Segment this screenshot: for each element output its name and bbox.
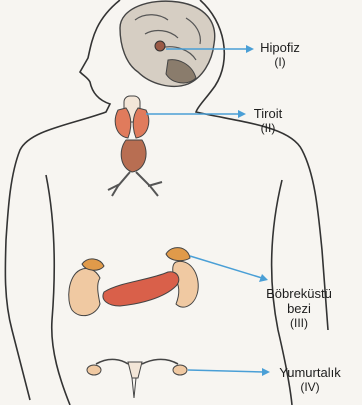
label-tiroit-name: Tiroit [254, 106, 282, 121]
arrowhead-tiroit [238, 110, 246, 118]
label-tiroit-numeral: (II) [246, 121, 290, 136]
arrow-yumurtalik [188, 370, 264, 372]
label-tiroit: Tiroit (II) [246, 106, 290, 136]
thyroid-gland [115, 96, 149, 138]
brain [120, 1, 215, 86]
label-bobrekustu-name2: bezi [262, 301, 336, 316]
label-hipofiz-name: Hipofiz [260, 40, 300, 55]
label-yumurtalik-numeral: (IV) [272, 380, 348, 395]
label-hipofiz-numeral: (I) [252, 55, 308, 70]
label-yumurtalik-name: Yumurtalık [279, 365, 340, 380]
label-yumurtalik: Yumurtalık (IV) [272, 365, 348, 395]
pancreas [103, 272, 179, 306]
arrow-bobrekustu [190, 256, 262, 278]
label-bobrekustu-numeral: (III) [262, 316, 336, 331]
label-bobrekustu-name: Böbreküstü [262, 286, 336, 301]
pituitary-gland [155, 41, 165, 51]
label-bobrekustu: Böbreküstü bezi (III) [262, 286, 336, 331]
label-hipofiz: Hipofiz (I) [252, 40, 308, 70]
left-kidney [69, 259, 104, 316]
ovaries-uterus [87, 359, 187, 398]
thymus-bronchi [108, 140, 162, 196]
arrowhead-yumurtalik [262, 368, 270, 376]
